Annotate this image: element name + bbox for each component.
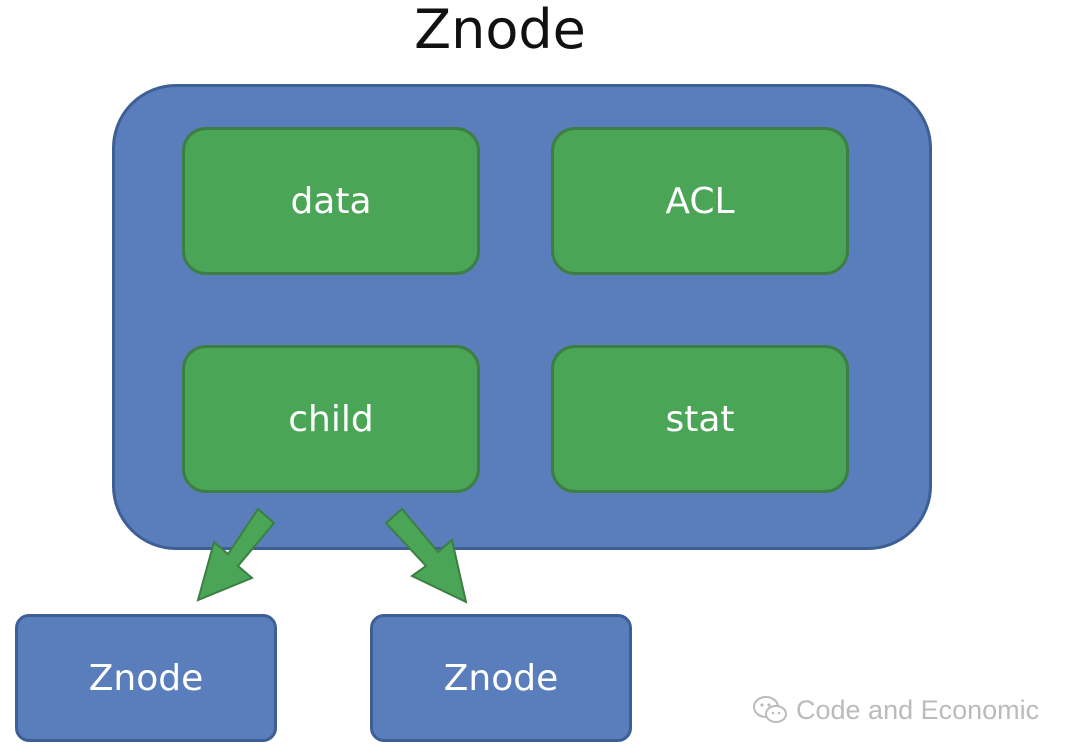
diagram-title: Znode <box>414 0 586 61</box>
wechat-icon <box>753 696 787 723</box>
field-acl: ACL <box>551 127 849 275</box>
child-znode-left: Znode <box>15 614 277 742</box>
field-child: child <box>182 345 480 493</box>
znode-container: data ACL child stat <box>112 84 932 550</box>
field-stat: stat <box>551 345 849 493</box>
field-data: data <box>182 127 480 275</box>
child-znode-right: Znode <box>370 614 632 742</box>
watermark: Code and Economic <box>752 690 1039 730</box>
watermark-text: Code and Economic <box>796 694 1040 725</box>
